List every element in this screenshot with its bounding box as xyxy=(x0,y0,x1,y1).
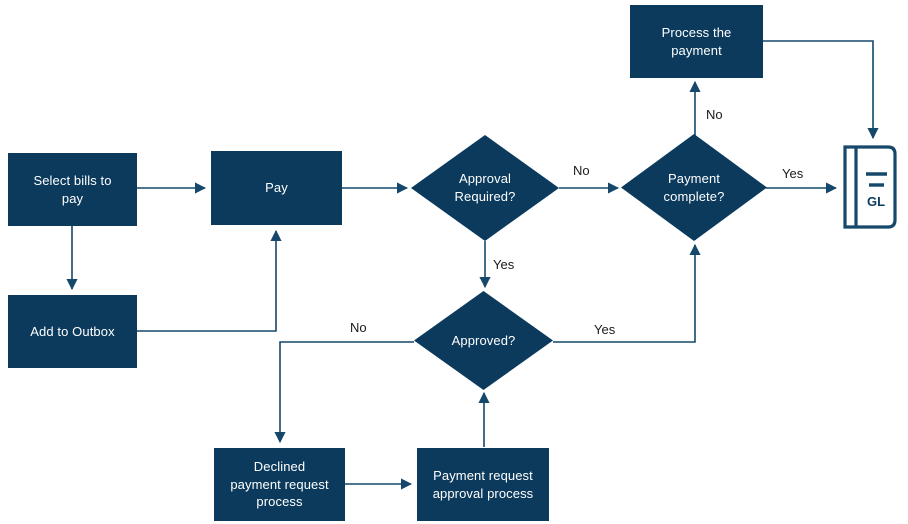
node-approval-required[interactable]: Approval Required? xyxy=(411,135,559,241)
node-pay[interactable]: Pay xyxy=(211,151,342,225)
edge-label-approved-no: No xyxy=(350,320,367,335)
node-label: Add to Outbox xyxy=(30,323,115,339)
edge-approved-yes-to-payment-complete xyxy=(553,243,701,343)
edge-process-the-payment-to-gl xyxy=(763,40,879,140)
node-process-the-payment[interactable]: Process the payment xyxy=(630,5,763,78)
node-approved[interactable]: Approved? xyxy=(414,291,553,390)
ledger-cover xyxy=(843,145,897,229)
edge-add-to-outbox-to-pay xyxy=(137,229,282,332)
node-label: Payment request approval process xyxy=(432,467,534,501)
gl-ledger-icon[interactable]: GL xyxy=(841,143,899,231)
gl-label: GL xyxy=(867,194,885,209)
edge-label-payment-complete-yes: Yes xyxy=(782,166,804,181)
node-label: Approval Required? xyxy=(454,171,516,204)
node-label: Approved? xyxy=(451,332,516,348)
node-label: Select bills to pay xyxy=(33,172,112,206)
edge-label-approval-required-yes: Yes xyxy=(493,257,515,272)
node-label: Process the payment xyxy=(661,24,732,58)
node-declined-payment-request-process[interactable]: Declined payment request process xyxy=(214,448,345,521)
edge-label-payment-complete-no: No xyxy=(706,107,723,122)
edge-label-approval-required-no: No xyxy=(573,163,590,178)
node-label: Payment complete? xyxy=(663,170,725,204)
node-select-bills-to-pay[interactable]: Select bills to pay xyxy=(8,153,137,226)
node-payment-request-approval-process[interactable]: Payment request approval process xyxy=(417,448,549,521)
node-label: Declined payment request process xyxy=(230,459,329,510)
edge-approved-no-to-declined-process xyxy=(274,341,414,444)
node-payment-complete[interactable]: Payment complete? xyxy=(621,134,767,241)
node-label: Pay xyxy=(265,180,288,196)
edge-label-approved-yes: Yes xyxy=(594,322,616,337)
node-add-to-outbox[interactable]: Add to Outbox xyxy=(8,295,137,368)
